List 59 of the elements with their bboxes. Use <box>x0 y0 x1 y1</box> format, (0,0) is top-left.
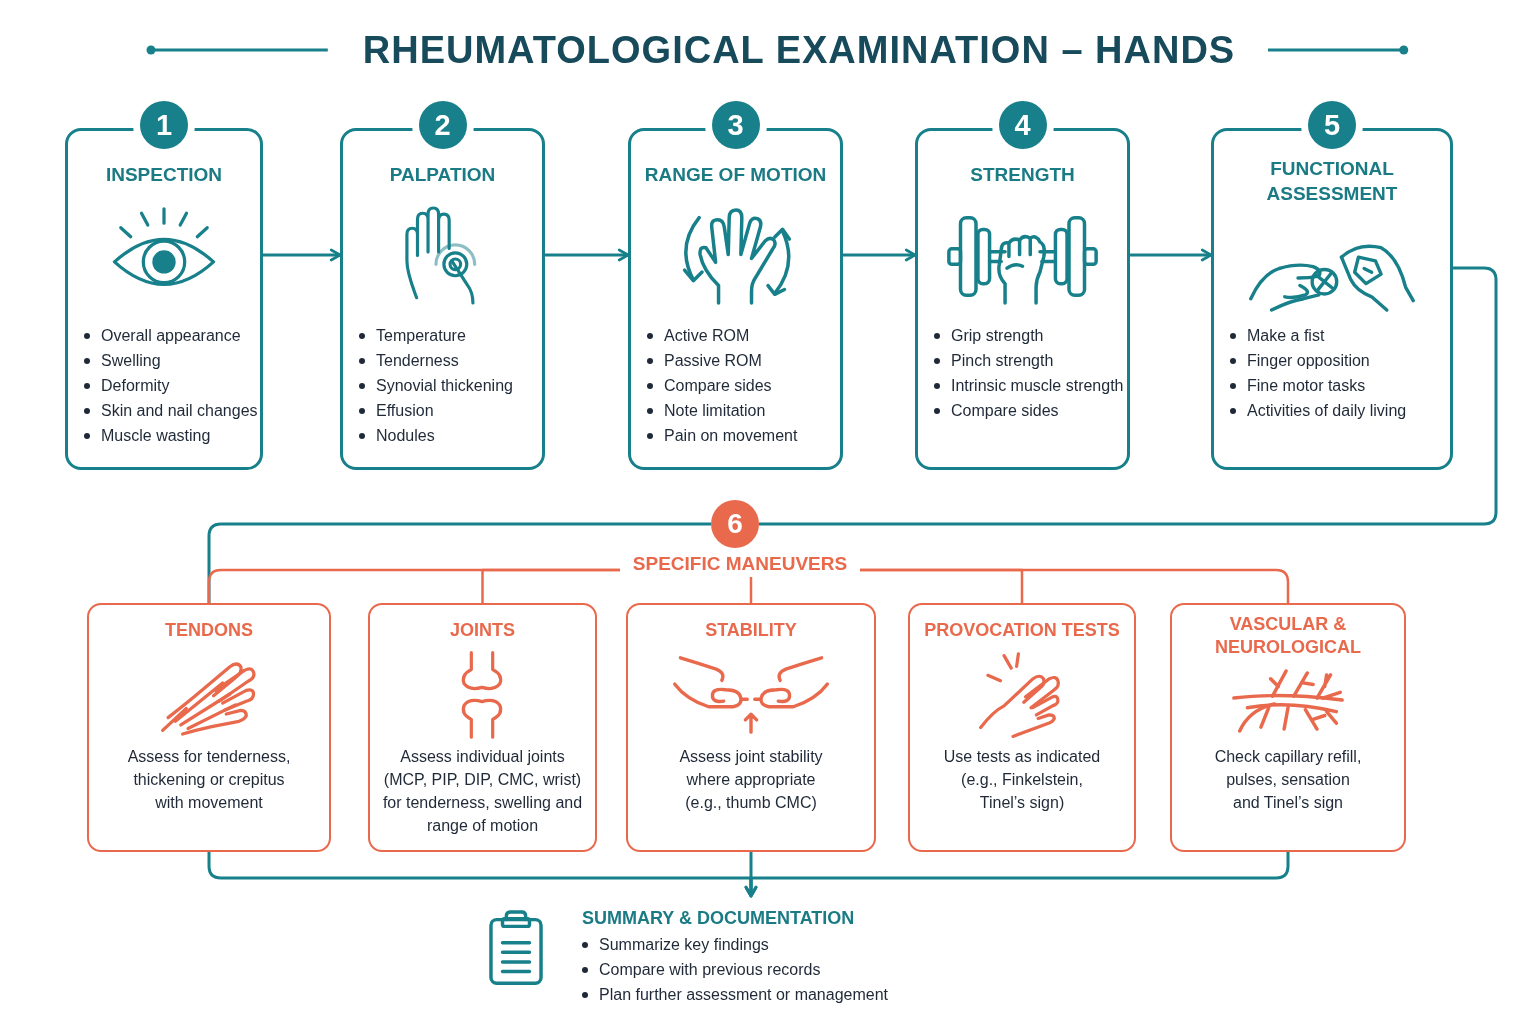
bullet-text: Compare with previous records <box>599 960 821 980</box>
step-heading: INSPECTION <box>105 163 223 187</box>
maneuver-heading: TENDONS <box>165 619 253 641</box>
connector-line <box>759 266 1498 526</box>
maneuver-card <box>1170 603 1406 852</box>
maneuver-card <box>87 603 331 852</box>
connector-arrow <box>1130 248 1213 262</box>
maneuver-heading: STABILITY <box>705 619 797 641</box>
bullet-text: Plan further assessment or management <box>599 985 889 1005</box>
step-heading: PALPATION <box>389 163 496 187</box>
maneuver-description: Assess for tenderness, thickening or crepitus with movement <box>126 747 292 813</box>
connector-arrow <box>263 248 342 262</box>
bullet-text: Synovial thickening <box>376 376 513 396</box>
maneuver-description: Use tests as indicated (e.g., Finkelstein, Tinel’s sign) <box>942 747 1102 813</box>
bullet-text: Tenderness <box>376 351 459 371</box>
connector-line <box>749 577 753 603</box>
step-number-badge: 6 <box>711 500 759 548</box>
bullet-text: Passive ROM <box>664 351 762 371</box>
maneuver-card <box>368 603 597 852</box>
bullet-text: Effusion <box>376 401 434 421</box>
bullet-text: Grip strength <box>951 326 1044 346</box>
connector-arrow <box>843 248 917 262</box>
connector-line <box>207 522 711 603</box>
bullet-text: Note limitation <box>664 401 766 421</box>
bullet-text: Skin and nail changes <box>101 401 258 421</box>
bullet-text: Temperature <box>376 326 466 346</box>
bullet-text: Compare sides <box>951 401 1059 421</box>
bullet-text: Active ROM <box>664 326 750 346</box>
connector-line <box>860 568 1290 603</box>
step-heading: STRENGTH <box>970 163 1075 187</box>
step-heading: FUNCTIONAL ASSESSMENT <box>1265 157 1399 206</box>
maneuver-heading: VASCULAR & NEUROLOGICAL <box>1214 613 1362 659</box>
bullet-text: Pain on movement <box>664 426 798 446</box>
maneuver-card <box>908 603 1136 852</box>
maneuver-description: Check capillary refill, pulses, sensation and Tinel’s sign <box>1213 747 1363 813</box>
section-heading: SPECIFIC MANEUVERS <box>620 551 860 577</box>
bullet-text: Overall appearance <box>101 326 241 346</box>
diagram-title: RHEUMATOLOGICAL EXAMINATION – HANDS <box>362 28 1236 73</box>
maneuver-heading: JOINTS <box>450 619 515 641</box>
maneuver-description: Assess individual joints (MCP, PIP, DIP, CMC, wrist) for tenderness, swelling and range of motion <box>381 747 584 836</box>
bullet-text: Finger opposition <box>1247 351 1370 371</box>
maneuver-heading: PROVOCATION TESTS <box>924 619 1120 641</box>
bullet-text: Pinch strength <box>951 351 1054 371</box>
bullet-text: Nodules <box>376 426 435 446</box>
bullet-text: Summarize key findings <box>599 935 769 955</box>
bullet-text: Swelling <box>101 351 161 371</box>
bullet-text: Compare sides <box>664 376 772 396</box>
bullet-text: Muscle wasting <box>101 426 211 446</box>
bullet-text: Make a fist <box>1247 326 1325 346</box>
connector-arrow <box>545 248 630 262</box>
maneuver-description: Assess joint stability where appropriate (e.g., thumb CMC) <box>678 747 824 813</box>
bullet-text: Activities of daily living <box>1247 401 1407 421</box>
bullet-text: Fine motor tasks <box>1247 376 1366 396</box>
maneuver-card <box>626 603 876 852</box>
summary-heading: SUMMARY & DOCUMENTATION <box>582 907 855 929</box>
step-heading: RANGE OF MOTION <box>644 163 827 187</box>
bullet-text: Intrinsic muscle strength <box>951 376 1124 396</box>
connector-line <box>481 568 620 603</box>
bullet-text: Deformity <box>101 376 170 396</box>
